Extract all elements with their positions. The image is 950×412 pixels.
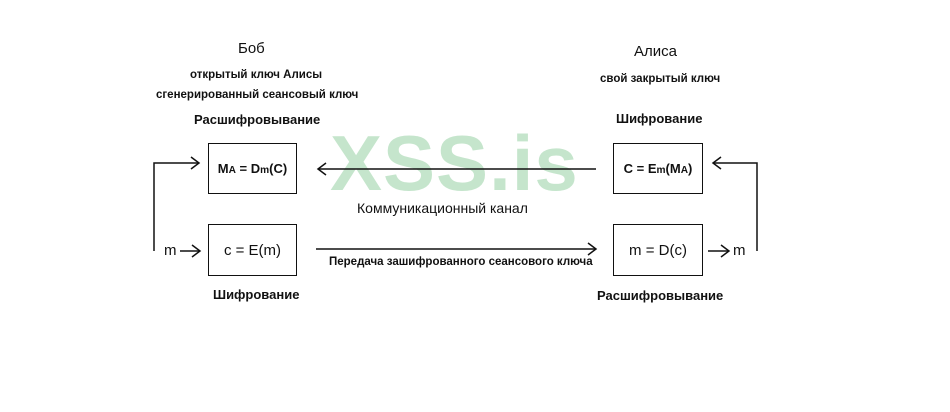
bob-decrypt-box: MA = Dm(C)	[208, 143, 297, 194]
alice-decrypt-label: Расшифровывание	[597, 288, 724, 303]
bob-note-public-key: открытый ключ Алисы	[190, 69, 323, 81]
alice-feedback-line	[714, 162, 758, 251]
alice-decrypt-formula: m = D(c)	[629, 241, 687, 259]
alice-output-arrowhead	[720, 244, 731, 258]
bob-feedback-arrowhead	[190, 156, 201, 170]
bob-name: Боб	[238, 40, 265, 57]
transfer-arrowhead	[587, 242, 598, 256]
transfer-label: Передача зашифрованного сеансового ключа	[329, 256, 593, 268]
alice-encrypt-formula: C = Em(MA)	[623, 161, 693, 176]
alice-encrypt-box: C = Em(MA)	[613, 143, 703, 194]
bob-encrypt-label: Шифрование	[213, 287, 300, 302]
alice-note-private-key: свой закрытый ключ	[600, 73, 721, 85]
alice-output-m: m	[733, 242, 746, 259]
alice-name: Алиса	[634, 43, 677, 60]
bob-input-m: m	[164, 242, 177, 259]
bob-decrypt-formula: MA = Dm(C)	[217, 161, 288, 176]
alice-encrypt-label: Шифрование	[616, 111, 703, 126]
channel-label: Коммуникационный канал	[357, 200, 528, 216]
bob-note-session-key: сгенерированный сеансовый ключ	[156, 89, 359, 101]
bob-encrypt-box: c = E(m)	[208, 224, 297, 276]
alice-feedback-arrowhead	[711, 156, 722, 170]
bob-feedback-line	[153, 162, 198, 251]
alice-decrypt-box: m = D(c)	[613, 224, 703, 276]
channel-arrowhead	[316, 162, 327, 176]
bob-input-arrowhead	[191, 244, 202, 258]
watermark: XSS.is	[330, 119, 579, 207]
bob-encrypt-formula: c = E(m)	[223, 241, 282, 259]
bob-decrypt-label: Расшифровывание	[194, 112, 321, 127]
